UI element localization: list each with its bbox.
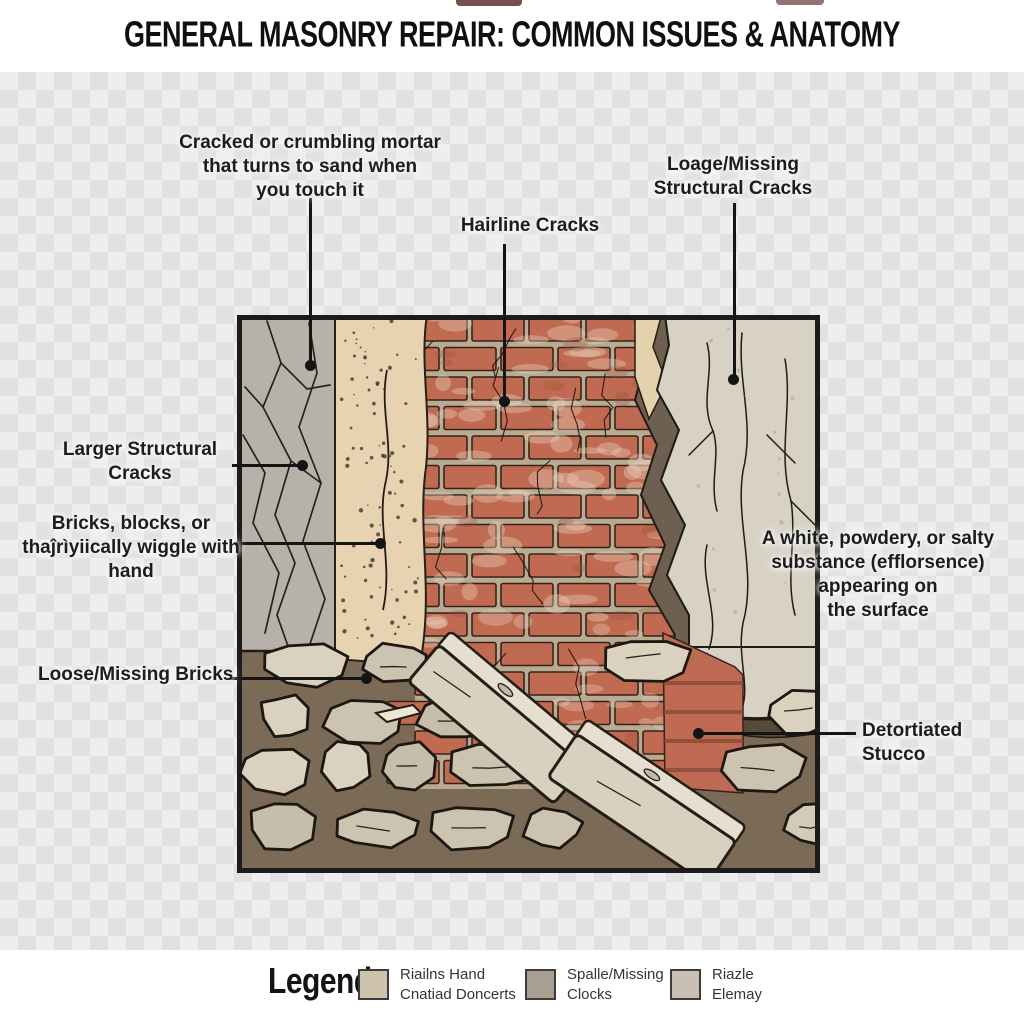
legend-swatch-1 [358, 969, 389, 1000]
annotation-hairline-cracks: Hairline Cracks [460, 215, 600, 236]
brick-fragment [373, 703, 423, 724]
red-smudge-left [456, 0, 522, 6]
pointer-dot-larger-structural [297, 460, 308, 471]
legend-heading: Legend [268, 962, 372, 1002]
annotation-efflorescence: A white, powdery, or salty substance (ef… [761, 528, 995, 621]
crumbling-mortar-strip [334, 315, 429, 667]
pointer-loose-bricks [228, 677, 368, 680]
pointer-larger-structural [232, 464, 304, 467]
wall-border [237, 315, 820, 873]
pointer-dot-stucco [693, 728, 704, 739]
pointer-dot-wiggling-bricks [375, 538, 386, 549]
annotation-deteriorated-stucco: Detortiated Stucco [862, 720, 963, 765]
pointer-dot-hairline [499, 396, 510, 407]
annotation-wiggling-bricks: Bricks, blocks, or thaĵrìyiically wiggle… [22, 513, 240, 582]
pointer-dot-loose-structural [728, 374, 739, 385]
legend-label-2: Spalle/Missing Clocks [567, 966, 664, 1003]
pointer-stucco [700, 732, 856, 735]
annotation-loose-structural-cracks: Loage/Missing Structural Cracks [653, 154, 813, 199]
pointer-dot-loose-bricks [361, 673, 372, 684]
legend-swatch-3 [670, 969, 701, 1000]
concrete-panel-section [237, 315, 339, 653]
diagram-area: Cracked or crumbling mortar that turns t… [0, 72, 1024, 950]
pointer-cracked-mortar [309, 198, 312, 366]
page-title: GENERAL MASONRY REPAIR: COMMON ISSUES & … [123, 14, 901, 55]
annotation-cracked-mortar: Cracked or crumbling mortar that turns t… [179, 132, 441, 201]
legend-label-3: Riazle Elemay [712, 966, 763, 1003]
pointer-hairline [503, 244, 506, 402]
pointer-loose-structural [733, 203, 736, 380]
pointer-dot-cracked-mortar [305, 360, 316, 371]
masonry-wall-illustration [237, 315, 820, 873]
fallen-block-2 [548, 719, 746, 873]
fallen-block-1 [408, 631, 596, 804]
annotation-larger-structural-cracks: Larger Structural Cracks [62, 439, 218, 484]
legend-swatch-2 [525, 969, 556, 1000]
pointer-wiggling-bricks [234, 542, 382, 545]
legend-label-1: Riailns Hand Cnatiad Doncerts [400, 966, 516, 1003]
legend-bar: Legend Riailns Hand Cnatiad Doncerts Spa… [0, 950, 1024, 1024]
red-smudge-right [776, 0, 824, 5]
title-bar: GENERAL MASONRY REPAIR: COMMON ISSUES & … [0, 0, 1024, 72]
annotation-loose-missing-bricks: Loose/Missing Bricks [38, 664, 234, 685]
